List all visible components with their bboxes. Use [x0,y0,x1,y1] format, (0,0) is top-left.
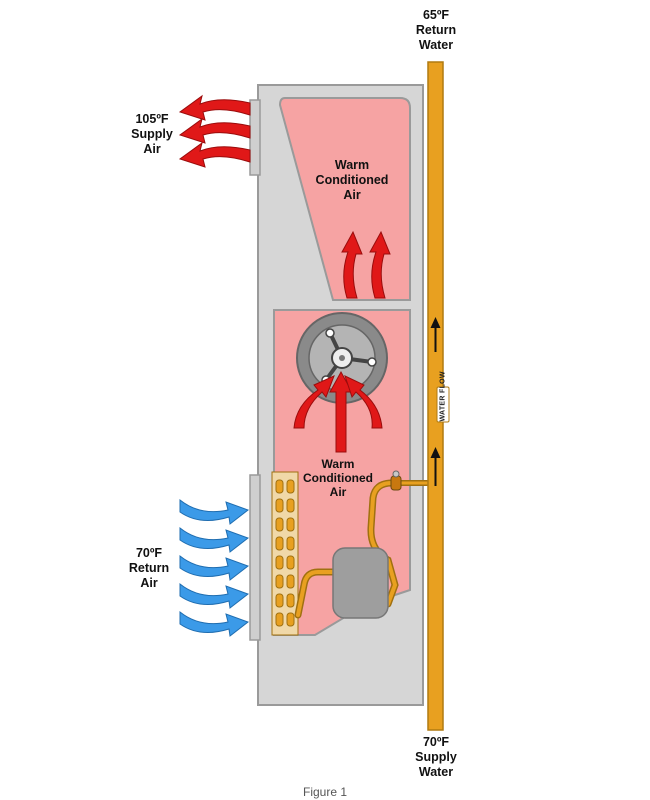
warm-air-arrow [341,230,363,299]
return-air-arrow [179,498,250,525]
return-water-label: 65ºF Return Water [398,8,474,53]
lower-chamber-line3: Air [329,485,347,499]
upper-chamber-label: Warm Conditioned Air [300,158,404,203]
supply-air-temp: 105ºF [135,112,169,126]
upper-chamber-line1: Warm [334,158,370,172]
fan-intake-arrows [293,370,383,453]
supply-air-arrow [178,117,251,144]
return-air-arrow [179,610,250,637]
supply-air-medium: Air [143,142,161,156]
heat-exchanger-coil [271,471,299,636]
supply-air-arrow [178,141,251,168]
water-flow-arrow-lower [430,447,441,486]
return-air-arrows [179,498,250,637]
return-air-arrow [179,526,250,553]
supply-water-temp: 70ºF [422,735,450,749]
supply-water-medium: Water [418,765,454,779]
blower-fan-icon [296,312,388,404]
lower-chamber-line1: Warm [321,457,355,471]
compressor [332,547,389,619]
warm-air-arrow [369,230,391,299]
supply-air-label: 105ºF Supply Air [115,112,189,157]
supply-water-label: 70ºF Supply Water [398,735,474,780]
return-air-arrow [179,554,250,581]
return-air-label: 70ºF Return Air [112,546,186,591]
return-water-temp: 65ºF [422,8,450,22]
supply-air-word: Supply [131,127,173,141]
warm-air-arrow [344,375,383,429]
return-water-medium: Water [418,38,454,52]
figure-caption: Figure 1 [302,785,348,799]
supply-air-arrows [178,94,251,168]
return-water-word: Return [415,23,457,37]
water-flow-label: WATER FLOW [436,371,450,423]
lower-chamber-line2: Conditioned [303,471,373,485]
water-pipe [427,61,444,731]
warm-air-arrow [293,375,335,429]
valve-icon [390,470,402,491]
upper-chamber-line3: Air [343,188,361,202]
return-air-arrow [179,582,250,609]
supply-water-word: Supply [415,750,457,764]
return-air-temp: 70ºF [135,546,163,560]
upper-warm-air-arrows [341,230,391,299]
upper-chamber-line2: Conditioned [315,173,389,187]
lower-chamber-label: Warm Conditioned Air [286,457,390,499]
supply-air-arrow [178,94,251,121]
return-air-word: Return [128,561,170,575]
water-flow-arrow-upper [430,317,441,352]
return-air-medium: Air [140,576,158,590]
